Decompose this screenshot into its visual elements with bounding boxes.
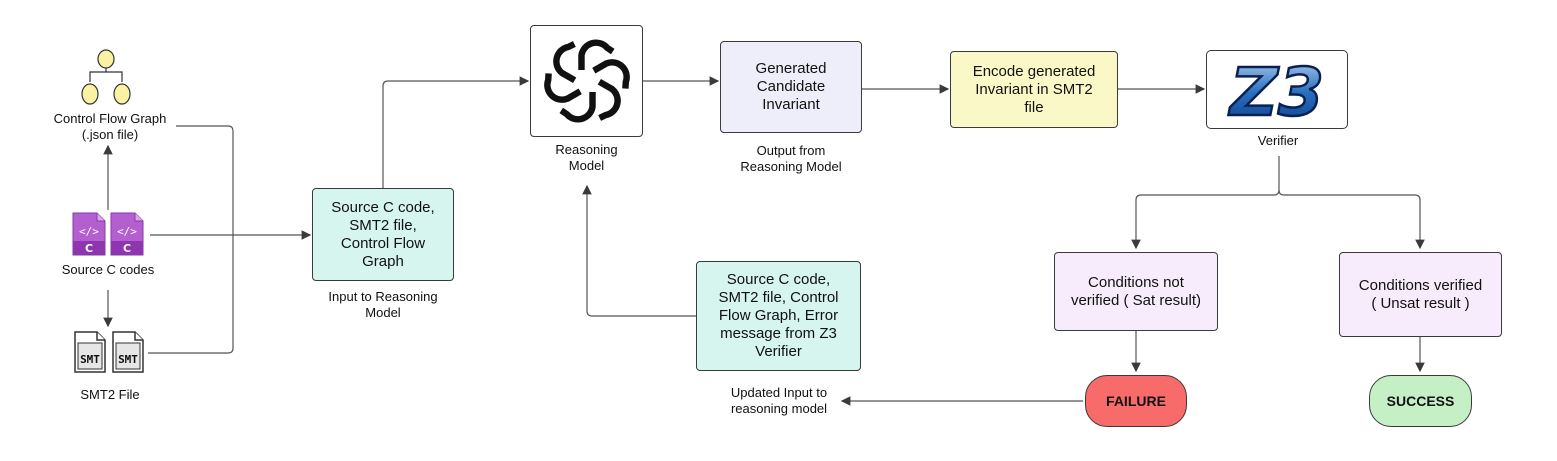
updated-input-box: Source C code, SMT2 file, Control Flow G…	[696, 261, 861, 371]
arrow-verifier-split	[1131, 156, 1280, 250]
reasoning-model-box	[530, 25, 643, 137]
svg-text:C: C	[123, 242, 131, 255]
c-file-icon: </> C	[110, 212, 144, 256]
cfg-right-node	[113, 83, 131, 105]
encode-invariant-box: Encode generated Invariant in SMT2 file	[950, 51, 1118, 128]
conditions-not-verified-box: Conditions not verified ( Sat result)	[1054, 252, 1218, 331]
arrow-updated-to-model	[582, 184, 696, 317]
svg-text:SMT: SMT	[80, 353, 100, 366]
smt-file-icon: SMT	[74, 331, 106, 373]
z3-logo-icon: Z3	[1227, 55, 1325, 125]
arrow-verifier-split-right	[1278, 189, 1425, 250]
updated-input-caption: Updated Input to reasoning model	[730, 385, 828, 416]
smt-file-icon: SMT	[112, 331, 144, 373]
z3-verifier-box: Z3	[1206, 50, 1348, 129]
svg-text:C: C	[85, 242, 93, 255]
input-box: Source C code, SMT2 file, Control Flow G…	[312, 188, 454, 281]
control-flow-graph-icon	[81, 49, 131, 105]
candidate-caption: Output from Reasoning Model	[740, 143, 842, 174]
arrow-smt-to-input	[148, 235, 234, 354]
svg-text:</>: </>	[79, 225, 99, 238]
svg-text:Z3: Z3	[1228, 55, 1324, 125]
candidate-invariant-box: Generated Candidate Invariant	[720, 41, 862, 133]
cfg-root-node	[97, 49, 115, 69]
arrow-input-to-model	[382, 76, 530, 188]
verifier-caption: Verifier	[1257, 133, 1299, 148]
success-terminal: SUCCESS	[1369, 375, 1472, 427]
reasoning-model-logo-icon	[541, 35, 633, 127]
c-file-icon: </> C	[72, 212, 106, 256]
failure-terminal: FAILURE	[1085, 375, 1187, 427]
reasoning-model-caption: Reasoning Model	[555, 142, 618, 173]
smt2-file-caption: SMT2 File	[80, 387, 140, 402]
cfg-caption: Control Flow Graph (.json file)	[53, 111, 167, 142]
svg-text:SMT: SMT	[118, 353, 138, 366]
source-codes-caption: Source C codes	[61, 262, 155, 277]
arrow-cfg-to-input	[176, 125, 234, 235]
svg-text:</>: </>	[117, 225, 137, 238]
cfg-left-node	[81, 83, 99, 105]
conditions-verified-box: Conditions verified ( Unsat result )	[1339, 252, 1502, 337]
input-caption: Input to Reasoning Model	[328, 289, 438, 320]
